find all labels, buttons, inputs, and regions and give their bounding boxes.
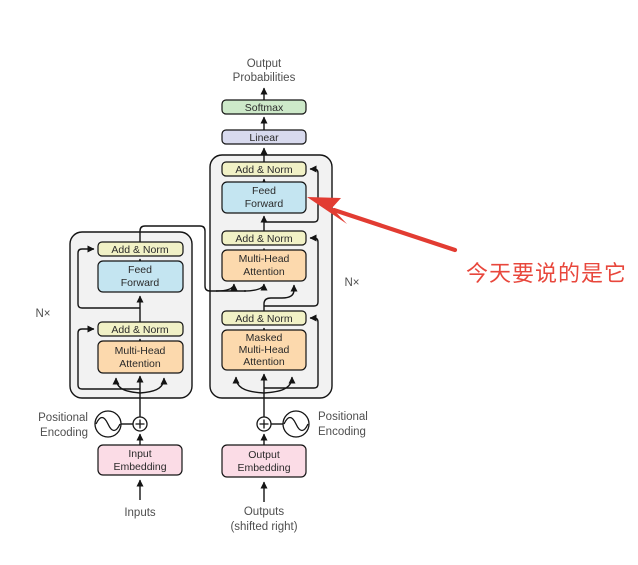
dec-residual-3 [264,165,319,223]
positional-encoding-left-label-1: Positional [38,412,88,424]
enc-add-norm-2-box [97,241,184,257]
red-arrow-shaft [331,207,458,253]
annotation-text: 今天要说的是它 [466,261,627,286]
enc-to-dec-line [139,225,246,292]
dec-residual-2 [264,234,319,307]
dec-residual-1 [264,314,319,389]
output-probabilities-label-1: Output [247,58,282,70]
dec-add-norm-1-box [221,310,307,326]
inputs-label: Inputs [124,507,156,519]
enc-feed-forward-label-1: Feed [128,264,152,276]
input-embedding-label-2: Embedding [113,461,166,473]
enc-feed-forward-box [97,260,184,293]
red-annotation: 今天要说的是它 [307,197,627,286]
output-embedding-box [221,444,307,478]
dec-add-norm-3-box [221,161,307,177]
dec-mha-label-2: Attention [243,266,285,278]
decoder-flow-lines [232,87,319,417]
masked-mha-label-3: Attention [243,356,285,368]
dec-q-arrow [232,376,265,394]
masked-mha-label-1: Masked [246,332,283,344]
enc-residual-1 [77,325,140,390]
dec-feed-forward-box [221,181,307,214]
input-embedding-box [97,444,183,476]
dec-multi-head-attention-box [221,249,307,282]
linear-box [221,129,307,145]
n-times-right-label: N× [344,277,359,289]
enc-residual-2 [77,245,140,309]
dec-query-line [263,284,298,311]
dec-add-norm-2-label: Add & Norm [235,233,292,245]
softmax-box [221,99,307,115]
plus-circle-right [256,416,272,432]
enc-add-norm-1-box [97,321,184,337]
plus-circle-left [132,416,148,432]
positional-encoding-right-label-1: Positional [318,411,368,423]
encoder-stack [97,241,184,374]
cross-attn-arrow-2 [243,283,268,292]
positional-encoding-right-label-2: Encoding [318,426,366,438]
outputs-label-1: Outputs [244,506,285,518]
softmax-label: Softmax [245,102,284,114]
input-embedding-label-1: Input [128,448,151,460]
output-probabilities-label-2: Probabilities [233,72,296,84]
enc-k-arrow [139,377,168,394]
io-lines [121,423,283,502]
positional-encoding-left-label-2: Encoding [40,427,88,439]
enc-mha-label-1: Multi-Head [115,345,166,357]
dec-add-norm-1-label: Add & Norm [235,313,292,325]
sine-symbol-right [282,410,310,438]
enc-add-norm-2-label: Add & Norm [111,244,168,256]
dec-add-norm-3-label: Add & Norm [235,164,292,176]
decoder-stack [221,99,307,371]
dec-k-arrow [263,376,296,394]
dec-mha-label-1: Multi-Head [239,253,290,265]
dec-feed-forward-label-1: Feed [252,185,276,197]
outer-labels: Output Probabilities N× N× Positional En… [35,58,367,533]
n-times-left-label: N× [35,308,50,320]
enc-feed-forward-label-2: Forward [121,277,160,289]
masked-multi-head-attention-box [221,329,307,371]
cross-attn-arrow-1 [215,283,238,292]
box-labels: Softmax Linear Add & Norm Feed Forward A… [111,102,292,474]
output-embedding-label-2: Embedding [237,462,290,474]
output-embedding-label-1: Output [248,449,280,461]
enc-add-norm-1-label: Add & Norm [111,324,168,336]
outputs-label-2: (shifted right) [230,521,297,533]
enc-mha-label-2: Attention [119,358,161,370]
sine-symbol-left [94,410,122,438]
masked-mha-label-2: Multi-Head [239,344,290,356]
dec-feed-forward-label-2: Forward [245,198,284,210]
dec-add-norm-2-box [221,230,307,246]
enc-multi-head-attention-box [97,340,184,374]
linear-label: Linear [249,132,279,144]
red-arrow-head [307,197,347,224]
